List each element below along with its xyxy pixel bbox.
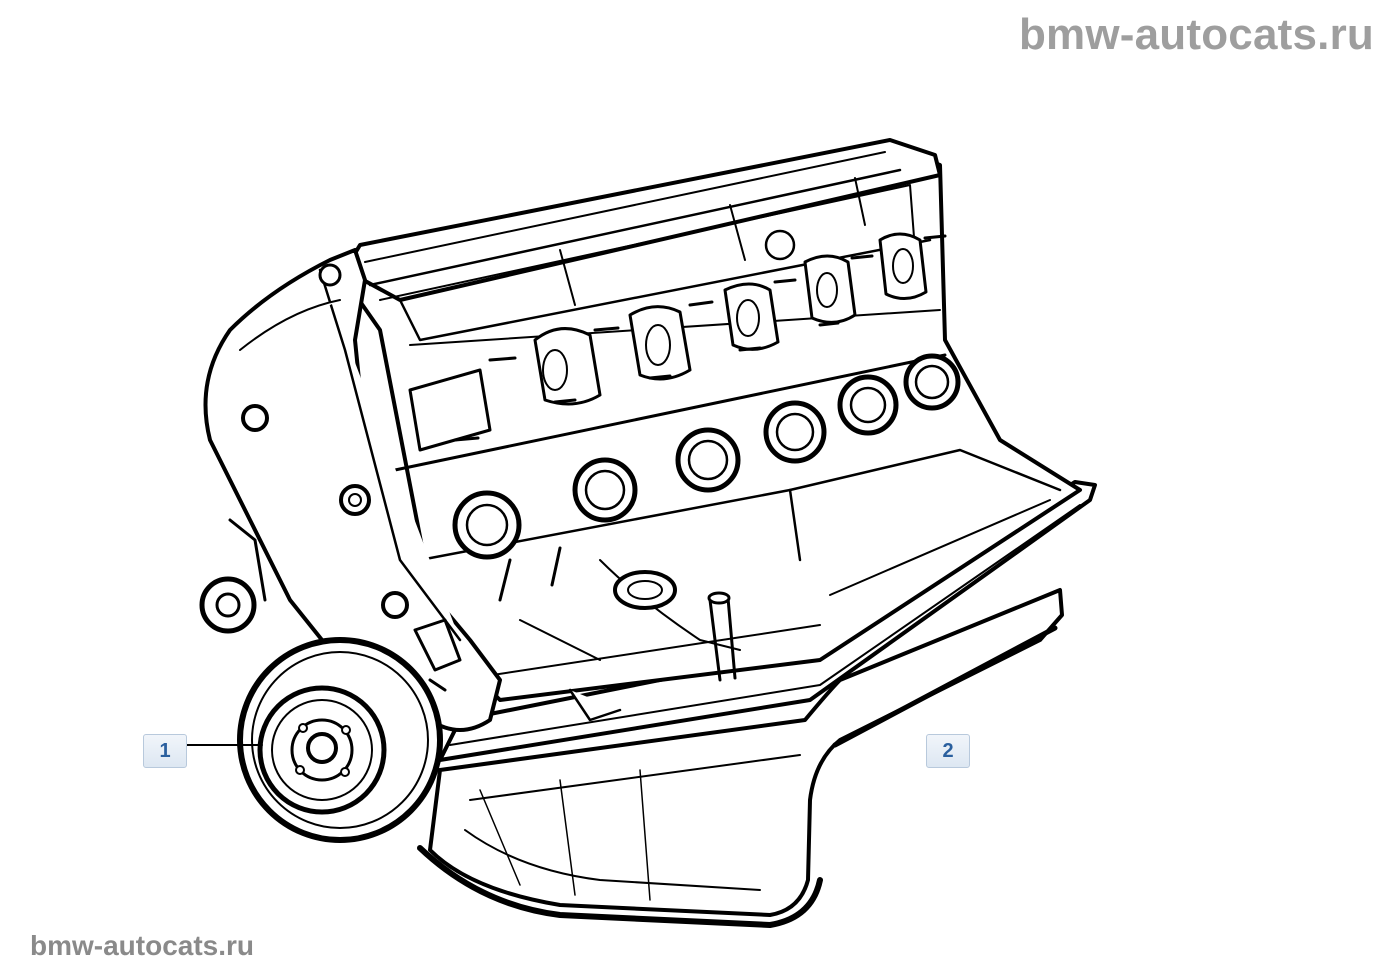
side-ports [452,353,961,560]
cylinder-head [343,138,942,346]
callout-2[interactable]: 2 [926,734,970,768]
oil-filter-mount [568,570,737,722]
timing-cover [203,248,502,732]
crankshaft-pulley [237,637,443,843]
watermark-bottom: bmw-autocats.ru [30,930,255,961]
intake-ports [408,229,928,452]
water-pump-pulley [199,518,267,634]
watermark-top: bmw-autocats.ru [1018,10,1374,59]
callout-1[interactable]: 1 [143,734,187,768]
studs [453,234,947,602]
engine-block-flange [438,480,1097,762]
